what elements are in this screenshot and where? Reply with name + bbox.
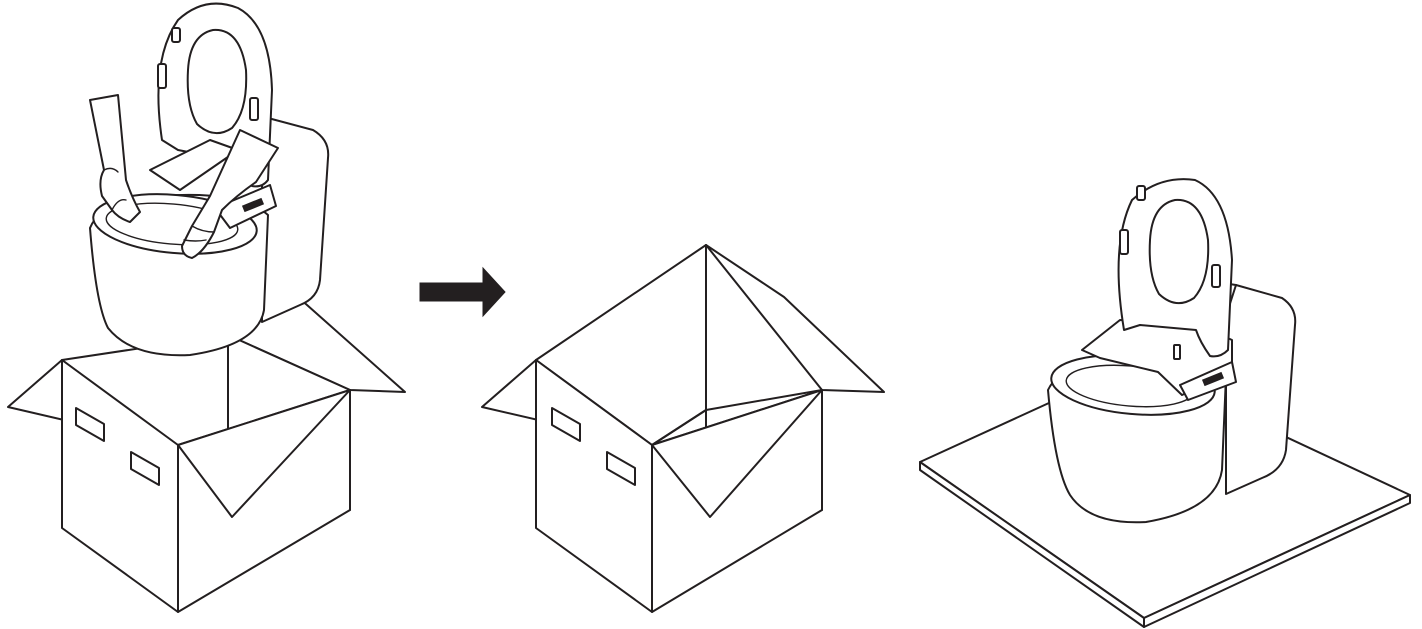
box-handle-hole [606, 451, 636, 486]
box-handle-hole [551, 407, 581, 442]
step-lift-toilet-out-of-box [7, 2, 406, 613]
toilet-being-lifted [89, 2, 330, 357]
step-empty-open-box [481, 244, 885, 613]
box-handle-hole [130, 451, 160, 486]
step-toilet-on-floor-board [919, 178, 1411, 628]
right-arrow-icon [419, 266, 506, 318]
installed-toilet [1047, 178, 1297, 524]
box-with-toilet [7, 296, 406, 613]
box-handle-hole [75, 407, 105, 442]
